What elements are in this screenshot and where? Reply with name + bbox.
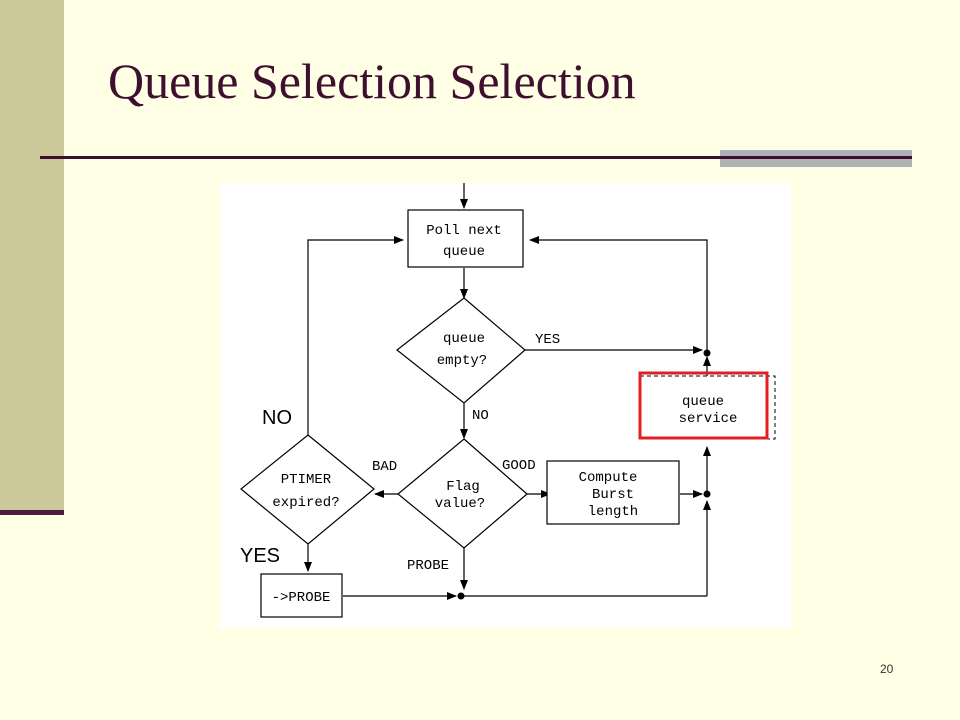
flowchart-svg: Poll next queue queue empty? queue servi… (240, 183, 776, 618)
queue-empty-label-2: empty? (437, 353, 487, 369)
ptimer-label-1: PTIMER (281, 472, 332, 488)
title-accent-line (720, 156, 912, 159)
compute-label-2: Burst (592, 487, 634, 503)
title-rule (40, 156, 912, 159)
edge-label-probe: PROBE (407, 558, 449, 574)
compute-label-1: Compute (579, 470, 638, 486)
queue-empty-label-1: queue (443, 331, 485, 347)
poll-next-queue-box (407, 209, 524, 268)
edge-label-yes: YES (535, 332, 560, 348)
junction-dot-probe (457, 592, 465, 600)
compute-burst-box (546, 460, 680, 525)
slide-title: Queue Selection Selection (108, 53, 636, 109)
ptimer-expired-diamond (240, 434, 375, 545)
edge-label-no: NO (472, 408, 489, 424)
queue-service-dashed-box (639, 375, 776, 440)
edge-label-bad: BAD (372, 459, 397, 475)
poll-label-1: Poll next (426, 223, 502, 239)
sidebar-rule (0, 510, 64, 515)
queue-service-highlight (638, 371, 769, 440)
flag-label-1: Flag (446, 479, 480, 495)
flag-value-diamond (397, 438, 528, 549)
edge-label-no-large: NO (262, 407, 292, 429)
edge-label-good: GOOD (502, 458, 536, 474)
page-number: 20 (880, 662, 894, 676)
poll-label-2: queue (443, 244, 485, 260)
queue-empty-diamond (396, 297, 526, 404)
ptimer-label-2: expired? (272, 495, 339, 511)
edge-ptimer-no (307, 236, 404, 435)
flag-label-2: value? (435, 496, 485, 512)
queue-service-label-2: service (679, 411, 738, 427)
edge-label-yes-large: YES (240, 545, 280, 567)
queue-service-label-1: queue (682, 394, 724, 410)
sidebar-bar (0, 0, 64, 512)
compute-label-3: length (588, 504, 638, 520)
flowchart-diagram: Poll next queue queue empty? queue servi… (220, 183, 791, 628)
edge-service-loop (529, 236, 708, 350)
junction-dot-burst (703, 490, 711, 498)
junction-dot-service (703, 349, 711, 357)
probe-label: ->PROBE (272, 590, 331, 606)
probe-box (260, 573, 343, 618)
